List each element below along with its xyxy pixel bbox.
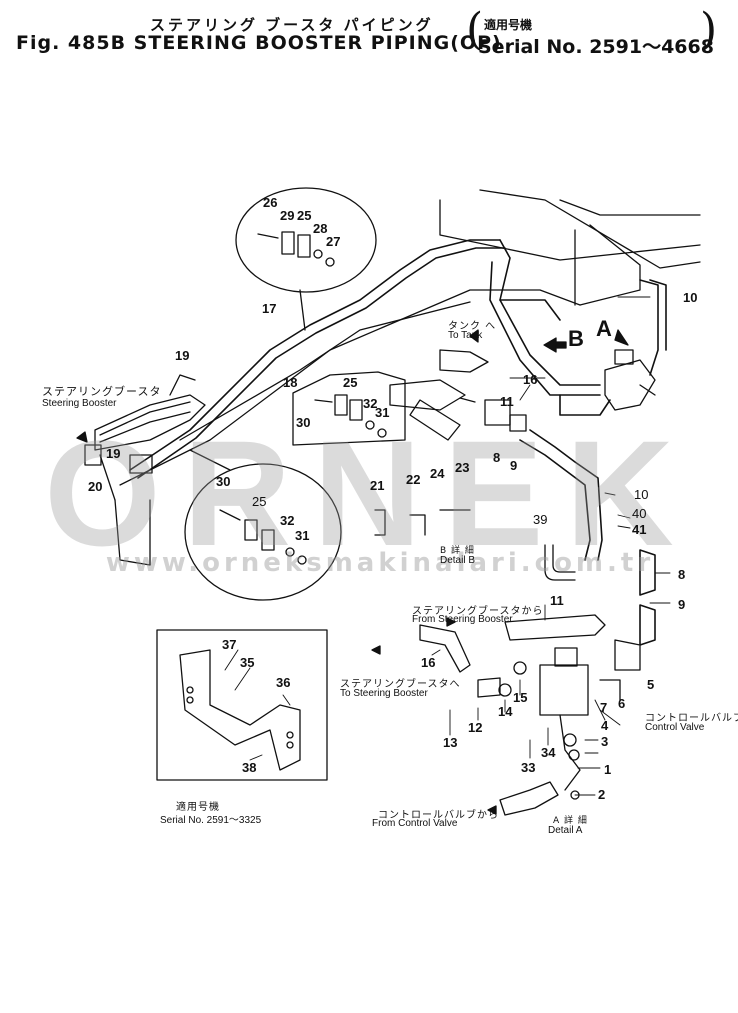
callout-21: 21	[370, 478, 385, 493]
callout-40: 40	[632, 506, 647, 521]
u-bolt	[544, 544, 576, 581]
direction-arrows	[76, 329, 629, 815]
to-booster-label-jp: ステアリングブースタへ	[340, 679, 461, 690]
callout-25-oval: 25	[252, 494, 267, 509]
callout-10-lower: 10	[634, 487, 649, 502]
from-control-valve-label-jp: コントロールバルブから	[378, 810, 499, 821]
callout-17: 17	[262, 301, 277, 316]
tank-label-en: To Tank	[448, 330, 483, 341]
callout-10: 10	[683, 290, 698, 305]
serial-bracket-open: (	[466, 4, 484, 55]
callout-16-detail: 16	[421, 655, 436, 670]
fitting-group-middle	[459, 397, 527, 432]
view-b-marker: B	[568, 326, 584, 351]
callout-36: 36	[276, 675, 291, 690]
steering-booster-label-en: Steering Booster	[42, 398, 117, 409]
callout-19: 19	[175, 348, 190, 363]
callout-11: 11	[500, 394, 514, 409]
control-valve-label-en: Control Valve	[645, 722, 705, 733]
machine-frame	[99, 189, 701, 566]
tank-label-jp: タンク へ	[448, 321, 497, 332]
detail-a-assembly	[419, 614, 641, 816]
return-hoses	[519, 429, 656, 646]
from-control-valve-label-en: From Control Valve	[372, 818, 458, 829]
callout-7: 7	[600, 700, 608, 715]
callout-9: 9	[510, 458, 518, 473]
control-valve-label-jp: コントロールバルブ	[645, 713, 738, 724]
callout-23: 23	[455, 460, 470, 475]
callout-35: 35	[240, 655, 255, 670]
callout-30-oval: 30	[216, 474, 231, 489]
from-booster-label-en: From Steering Booster	[412, 614, 513, 625]
callout-41: 41	[632, 522, 647, 537]
watermark-url: www.orneksmakinalari.com.tr	[105, 548, 655, 578]
callout-19-lower: 19	[106, 446, 121, 461]
callout-33: 33	[521, 760, 536, 775]
steering-booster	[84, 374, 206, 474]
callout-18: 18	[283, 375, 298, 390]
callout-28: 28	[313, 221, 328, 236]
from-booster-label-jp: ステアリングブースタから	[412, 606, 544, 617]
callout-13: 13	[443, 735, 458, 750]
callout-31-oval: 31	[295, 528, 310, 543]
detail-ovals	[184, 187, 377, 601]
title-english: Fig. 485B STEERING BOOSTER PIPING(OP)	[16, 32, 502, 54]
callout-14: 14	[498, 704, 513, 719]
inset-serial-range: Serial No. 2591～3325	[160, 815, 262, 826]
callout-34: 34	[541, 745, 556, 760]
tube-sections	[389, 349, 489, 441]
detail-b-label-jp: B 詳 細	[440, 546, 475, 556]
callout-38: 38	[242, 760, 257, 775]
callout-31-box: 31	[375, 405, 390, 420]
callout-11-detail: 11	[550, 593, 564, 608]
callout-2: 2	[598, 787, 606, 802]
steering-booster-label-jp: ステアリングブースタ	[42, 385, 162, 398]
inset-bracket-box	[156, 629, 328, 781]
serial-bracket-close: )	[700, 4, 718, 55]
callout-25-upper: 25	[297, 208, 312, 223]
bracket-parts-lower	[219, 509, 307, 565]
serial-label-japanese: 適用号機	[484, 18, 533, 32]
callout-26: 26	[263, 195, 278, 210]
callout-12: 12	[468, 720, 483, 735]
detail-a-label-en: Detail A	[548, 825, 583, 836]
callout-3: 3	[601, 734, 609, 749]
detail-b-label-en: Detail B	[440, 555, 476, 566]
callout-1: 1	[604, 762, 612, 777]
to-booster-label-en: To Steering Booster	[340, 688, 428, 699]
watermark-brand: ORNEK	[44, 409, 696, 577]
callout-16: 16	[523, 372, 538, 387]
title-japanese: ステアリング ブースタ パイピング	[150, 17, 434, 34]
detail-b-parts	[374, 509, 471, 536]
callout-22: 22	[406, 472, 421, 487]
callout-8-detail: 8	[678, 567, 686, 582]
callout-30-box: 30	[296, 415, 311, 430]
callout-4: 4	[601, 718, 609, 733]
bracket-parts-upper	[257, 231, 335, 267]
steering-pipes	[129, 239, 667, 479]
callout-27: 27	[326, 234, 341, 249]
callout-20: 20	[88, 479, 103, 494]
control-valve-assembly	[604, 349, 656, 411]
leader-lines	[224, 296, 671, 796]
callout-5: 5	[647, 677, 655, 692]
callout-6: 6	[618, 696, 626, 711]
callout-32-box: 32	[363, 396, 378, 411]
detail-box-clamps	[292, 371, 406, 446]
callout-29: 29	[280, 208, 295, 223]
callout-39: 39	[533, 512, 548, 527]
detail-a-label-jp: A 詳 細	[553, 816, 588, 826]
callout-24: 24	[430, 466, 445, 481]
callout-8: 8	[493, 450, 501, 465]
serial-range: Serial No. 2591～4668	[478, 36, 714, 58]
view-a-marker: A	[596, 316, 612, 341]
callout-32-oval: 32	[280, 513, 295, 528]
callout-15: 15	[513, 690, 528, 705]
inset-serial-label-jp: 適用号機	[176, 802, 220, 813]
callout-37: 37	[222, 637, 237, 652]
callout-9-detail: 9	[678, 597, 686, 612]
callout-25-box: 25	[343, 375, 358, 390]
